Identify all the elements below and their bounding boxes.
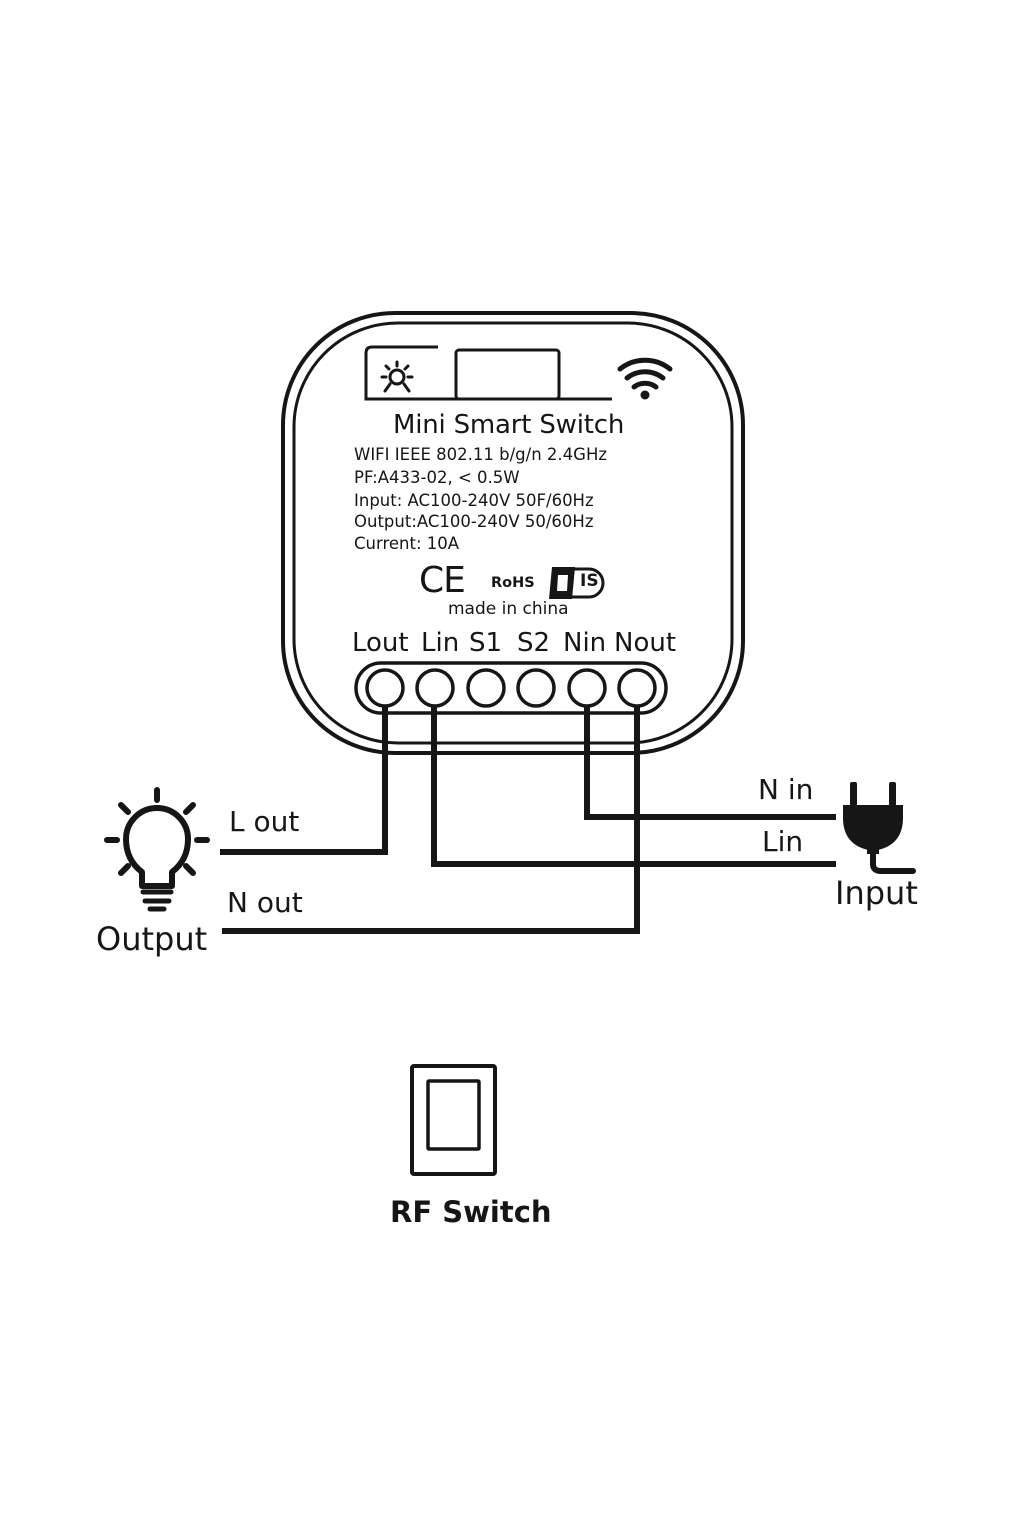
terminal-screw-lout xyxy=(365,668,405,708)
terminal-label-lin: Lin xyxy=(421,628,460,658)
power-plug-icon xyxy=(843,782,916,874)
terminal-screw-nin xyxy=(567,668,607,708)
button-window xyxy=(454,348,561,401)
wall-switch-icon xyxy=(410,1064,497,1176)
spec-wifi: WIFI IEEE 802.11 b/g/n 2.4GHz xyxy=(354,445,608,464)
terminal-label-s1: S1 xyxy=(469,628,503,658)
l-in-label: Lin xyxy=(762,825,804,858)
is-mark-text: IS xyxy=(580,571,599,591)
wire-l-out xyxy=(220,706,388,855)
device-title: Mini Smart Switch xyxy=(393,410,625,440)
terminal-screw-nout xyxy=(617,668,657,708)
terminal-label-nin: Nin xyxy=(563,628,607,658)
terminal-screws xyxy=(365,668,657,708)
n-out-label: N out xyxy=(227,886,303,919)
ce-mark-icon: CE xyxy=(419,560,466,601)
terminal-screw-lin xyxy=(415,668,455,708)
terminal-label-s2: S2 xyxy=(517,628,551,658)
spec-current: Current: 10A xyxy=(354,534,460,553)
terminal-screw-s1 xyxy=(466,668,506,708)
light-bulb-icon xyxy=(104,787,210,912)
is-cert-icon xyxy=(549,567,605,599)
terminal-label-lout: Lout xyxy=(352,628,409,658)
spec-model-power: PF:A433-02, < 0.5W xyxy=(354,468,520,487)
n-in-label: N in xyxy=(758,773,814,806)
indicator-panel-frame xyxy=(364,345,612,401)
wire-n-in xyxy=(584,706,836,820)
output-label: Output xyxy=(96,920,208,958)
input-label: Input xyxy=(835,874,918,912)
spec-output: Output:AC100-240V 50/60Hz xyxy=(354,512,594,531)
light-indicator-icon xyxy=(380,360,414,393)
l-out-label: L out xyxy=(229,805,300,838)
terminal-screw-s2 xyxy=(516,668,556,708)
wire-n-out xyxy=(222,706,640,934)
terminal-label-nout: Nout xyxy=(614,628,677,658)
rohs-mark: RoHS xyxy=(491,575,535,591)
wifi-icon xyxy=(617,357,673,400)
wire-l-in xyxy=(431,706,836,867)
terminal-block xyxy=(354,661,668,715)
made-in-label: made in china xyxy=(448,599,569,619)
rf-switch-label: RF Switch xyxy=(390,1195,552,1229)
device-housing xyxy=(281,311,745,755)
spec-input: Input: AC100-240V 50F/60Hz xyxy=(354,491,594,510)
